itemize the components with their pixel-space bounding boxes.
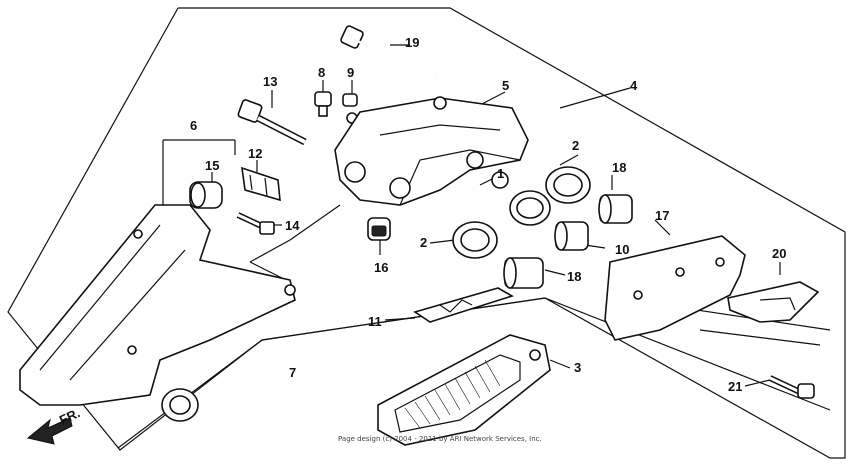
label-5: 5 [502, 78, 509, 93]
label-17: 17 [655, 208, 669, 223]
label-4: 4 [630, 78, 638, 93]
part-2-seal-upper [545, 166, 591, 204]
part-10-piston-middle [554, 221, 589, 251]
label-15: 15 [205, 158, 219, 173]
part-18-piston-upper [598, 194, 633, 224]
part-2-seal-lower [452, 221, 498, 259]
label-8: 8 [318, 65, 325, 80]
front-direction-label: FR. [57, 405, 82, 427]
label-21: 21 [728, 379, 742, 394]
part-11-pad-retainer [413, 287, 514, 323]
leader-lines [162, 44, 831, 387]
label-11: 11 [368, 314, 382, 329]
label-2-lower: 2 [420, 235, 427, 250]
part-18-piston-lower [503, 257, 544, 289]
part-3-brake-pads [377, 334, 551, 446]
front-direction-arrow: FR. [26, 405, 82, 445]
label-7: 7 [289, 365, 296, 380]
part-15-bushing [189, 181, 223, 209]
label-12: 12 [248, 146, 262, 161]
part-8-bleeder-valve [314, 91, 332, 117]
label-18-lower: 18 [567, 269, 581, 284]
label-16: 16 [374, 260, 388, 275]
label-18-upper: 18 [612, 160, 626, 175]
label-9: 9 [347, 65, 354, 80]
label-14: 14 [285, 218, 300, 233]
part-19-slide-pin [340, 25, 436, 77]
label-6: 6 [190, 118, 197, 133]
label-19: 19 [405, 35, 419, 50]
label-13: 13 [263, 74, 277, 89]
label-3: 3 [574, 360, 581, 375]
part-12-pad-spring [241, 166, 281, 202]
part-21-bolt [768, 375, 815, 399]
part-6-caliper-bracket [19, 204, 296, 422]
part-14-bolt [236, 212, 275, 235]
label-10: 10 [615, 242, 629, 257]
part-5-caliper-body [334, 96, 529, 206]
copyright-notice: Page design (c) 2004 - 2011 by ARI Netwo… [338, 435, 542, 443]
part-17-pad-shim [604, 235, 746, 341]
part-1-piston-seal [509, 190, 551, 226]
part-13-bolt [237, 99, 307, 146]
part-20-pad-clip [727, 281, 820, 323]
label-1: 1 [497, 166, 504, 181]
label-20: 20 [772, 246, 786, 261]
part-16-boot [367, 217, 391, 241]
label-2-upper: 2 [572, 138, 579, 153]
